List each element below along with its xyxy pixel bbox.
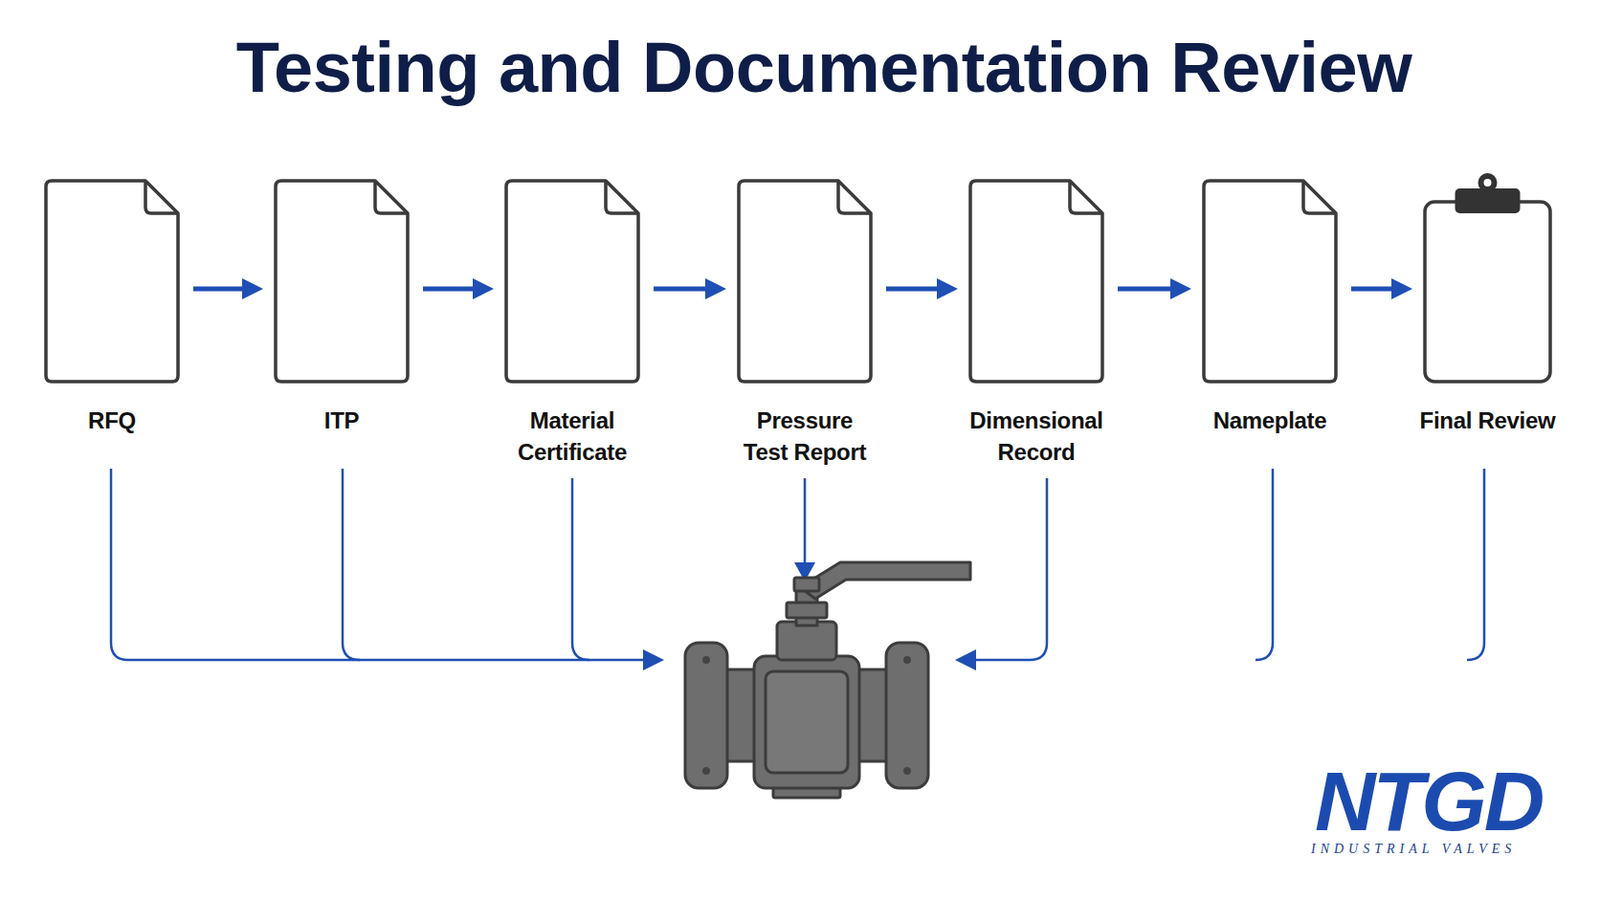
flow-arrow <box>1117 278 1192 300</box>
arrow-head <box>955 649 977 671</box>
document-fold <box>145 180 178 214</box>
clipboard-node: Final Review <box>1422 200 1553 384</box>
ball-valve <box>685 562 971 799</box>
document-outline <box>44 178 180 384</box>
document-body <box>738 180 871 382</box>
arrow-shaft <box>653 287 708 292</box>
flow-arrow <box>193 278 264 300</box>
node-label: Nameplate <box>1164 404 1376 437</box>
clipboard-hole <box>1484 178 1492 187</box>
document-fold <box>375 180 408 214</box>
arrow-shaft <box>1351 287 1394 292</box>
leader-line <box>111 468 647 661</box>
leader-line <box>803 478 807 565</box>
valve-handle <box>800 562 971 600</box>
document-body <box>970 180 1103 382</box>
document-node: Pressure Test Report <box>736 178 873 384</box>
document-node: Material Certificate <box>504 178 641 384</box>
leader-line <box>572 478 590 661</box>
document-outline <box>273 178 410 384</box>
document-outline <box>504 178 641 384</box>
valve-bonnet <box>777 622 837 661</box>
document-node: RFQ <box>44 178 180 384</box>
logo-tagline: INDUSTRIAL VALVES <box>1311 841 1516 859</box>
document-outline <box>736 178 873 384</box>
arrow-head <box>936 278 958 300</box>
bolt-holes <box>702 656 912 776</box>
arrow-head <box>1391 278 1413 300</box>
valve-flange <box>886 643 929 789</box>
stem-cap <box>794 577 820 592</box>
logo-wordmark: NTGD <box>1314 755 1542 848</box>
leader-line <box>1255 468 1273 661</box>
clipboard-ring <box>1478 173 1498 193</box>
bolt-hole <box>903 656 912 665</box>
document-node: Dimensional Record <box>968 178 1105 384</box>
node-label: Final Review <box>1382 404 1594 437</box>
bolt-hole <box>702 656 711 665</box>
node-label: Material Certificate <box>499 404 645 468</box>
clipboard-outline <box>1422 200 1553 384</box>
diagram-title: Testing and Documentation Review <box>0 24 1600 112</box>
valve-body <box>754 656 860 789</box>
flow-arrow <box>1351 278 1413 300</box>
leader-line <box>342 468 360 661</box>
document-node: Nameplate <box>1201 178 1338 384</box>
flow-arrow <box>653 278 727 300</box>
document-outline <box>968 178 1105 384</box>
arrow-shaft <box>422 287 475 292</box>
valve-hub <box>765 671 848 774</box>
leader-line <box>972 478 1047 661</box>
arrow-head <box>1170 278 1192 300</box>
node-label: Pressure Test Report <box>732 404 878 468</box>
document-body <box>1203 180 1336 382</box>
bolt-hole <box>903 767 912 776</box>
valve-flange <box>685 643 728 789</box>
flow-arrow <box>886 278 958 300</box>
document-fold <box>605 180 639 214</box>
document-body <box>275 180 408 382</box>
clipboard-board <box>1424 201 1551 382</box>
arrow-shaft <box>1117 287 1173 292</box>
arrow-head <box>242 278 264 300</box>
arrow-shaft <box>193 287 245 292</box>
arrow-head <box>643 649 665 671</box>
node-label: Dimensional Record <box>963 404 1110 468</box>
node-label: RFQ <box>6 404 218 437</box>
arrow-shaft <box>886 287 939 292</box>
flow-arrow <box>422 278 494 300</box>
document-body <box>506 180 639 382</box>
leader-lines <box>111 468 1485 661</box>
arrow-head <box>472 278 494 300</box>
document-body <box>45 180 178 382</box>
bolt-hole <box>702 767 711 776</box>
document-fold <box>1069 180 1103 214</box>
document-outline <box>1201 178 1338 384</box>
document-fold <box>1303 180 1336 214</box>
stem-nut <box>786 602 827 619</box>
document-node: ITP <box>273 178 410 384</box>
node-label: ITP <box>236 404 447 437</box>
leader-line <box>1466 468 1485 661</box>
document-fold <box>838 180 871 214</box>
arrow-head <box>705 278 727 300</box>
